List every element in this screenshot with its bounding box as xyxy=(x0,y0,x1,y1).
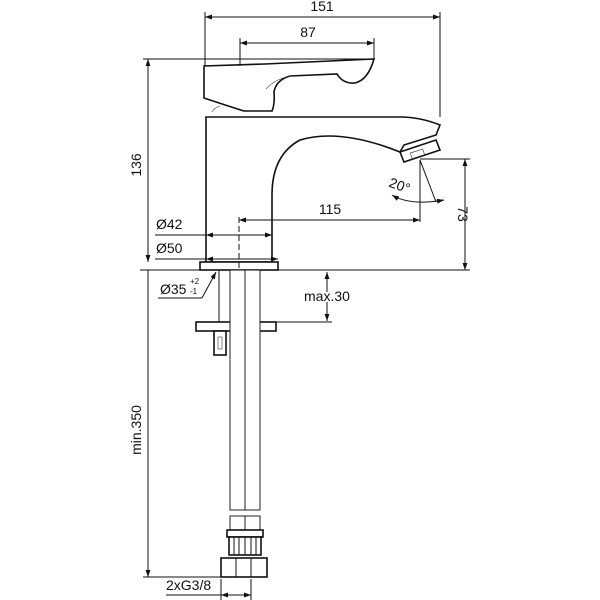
dim-label-115: 115 xyxy=(319,201,342,217)
hose-left xyxy=(229,269,246,511)
hose-right xyxy=(244,269,261,511)
dim-lever-length: 87 xyxy=(239,24,375,66)
dim-body-diameter: Ø42 xyxy=(155,216,272,238)
dim-label-73: 73 xyxy=(455,206,471,222)
dim-hole-diameter: Ø35 +2 -1 xyxy=(158,271,217,299)
dim-label-tol-minus: -1 xyxy=(190,287,198,296)
tap-body xyxy=(199,58,442,271)
dim-label-max30: max.30 xyxy=(304,288,350,304)
dim-spout-height: 73 xyxy=(420,158,471,270)
dim-label-151: 151 xyxy=(310,0,334,14)
dim-spout-angle: 20° xyxy=(387,159,445,204)
tap-body-outline xyxy=(205,116,442,263)
dim-hose-length: min.350 xyxy=(128,270,221,578)
dim-max-deck: max.30 xyxy=(276,272,350,323)
aerator xyxy=(398,139,442,163)
dim-label-20deg: 20° xyxy=(387,174,412,196)
supply-hoses xyxy=(220,269,268,578)
dim-label-d50: Ø50 xyxy=(156,240,183,256)
dim-spout-reach: 115 xyxy=(239,160,421,223)
dim-base-diameter: Ø50 xyxy=(155,240,278,262)
hex-nut xyxy=(220,557,268,578)
dim-label-136: 136 xyxy=(128,153,144,177)
dim-overall-width: 151 xyxy=(204,0,441,117)
dim-label-tol-plus: +2 xyxy=(190,277,200,286)
dim-label-thread: 2xG3/8 xyxy=(166,577,211,593)
dim-label-d42: Ø42 xyxy=(156,216,183,232)
dim-label-87: 87 xyxy=(300,24,316,40)
dim-label-d35: Ø35 xyxy=(160,281,187,297)
dim-connection: 2xG3/8 xyxy=(166,577,252,600)
dim-label-min350: min.350 xyxy=(128,405,144,455)
lever xyxy=(203,58,376,112)
dim-overall-height: 136 xyxy=(128,58,374,262)
